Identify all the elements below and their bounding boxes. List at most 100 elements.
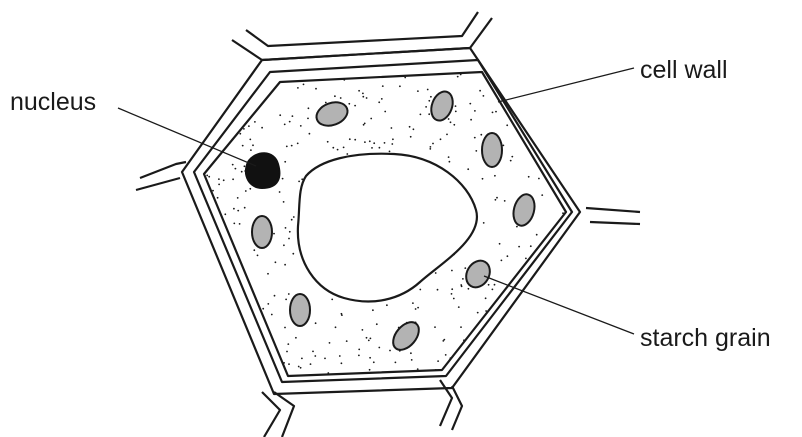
cytoplasm-dot: [206, 334, 208, 336]
cytoplasm-dot: [343, 147, 345, 149]
cytoplasm-dot: [334, 95, 336, 97]
cytoplasm-dot: [434, 326, 436, 328]
nucleus: [246, 153, 279, 188]
cytoplasm-dot: [337, 149, 339, 151]
cytoplasm-dot: [498, 318, 500, 320]
starch-grain: [427, 88, 456, 123]
cytoplasm-dot: [206, 165, 208, 167]
cytoplasm-dot: [506, 124, 508, 126]
cytoplasm-dot: [358, 349, 360, 351]
cytoplasm-dot: [382, 85, 384, 87]
cytoplasm-dot: [327, 141, 329, 143]
cytoplasm-dot: [453, 298, 455, 300]
cytoplasm-dot: [289, 231, 291, 233]
cytoplasm-dot: [328, 75, 330, 77]
cytoplasm-dot: [470, 119, 472, 121]
cytoplasm-dot: [534, 283, 536, 285]
cytoplasm-dot: [232, 376, 234, 378]
cytoplasm-dot: [244, 207, 246, 209]
cytoplasm-dot: [249, 188, 251, 190]
cytoplasm-dot: [237, 355, 239, 357]
cytoplasm-dot: [206, 126, 208, 128]
cytoplasm-dot: [205, 313, 207, 315]
cytoplasm-dot: [566, 105, 568, 107]
cytoplasm-dot: [550, 163, 552, 165]
cytoplasm-dot: [410, 352, 412, 354]
cytoplasm-dot: [284, 327, 286, 329]
cytoplasm-dot: [267, 303, 269, 305]
cytoplasm-dot: [427, 89, 429, 91]
cytoplasm-dot: [295, 337, 297, 339]
cytoplasm-dot: [286, 146, 288, 148]
cytoplasm-dot: [455, 105, 457, 107]
cytoplasm-dot: [511, 156, 513, 158]
cytoplasm-dot: [378, 101, 380, 103]
cytoplasm-dot: [480, 134, 482, 136]
cytoplasm-dot: [442, 340, 444, 342]
cytoplasm-dot: [411, 359, 413, 361]
cytoplasm-dot: [285, 227, 287, 229]
cytoplasm-dot: [505, 90, 507, 92]
cytoplasm-dot: [381, 98, 383, 100]
cytoplasm-dot: [477, 312, 479, 314]
cytoplasm-dot: [508, 301, 510, 303]
cytoplasm-dot: [252, 144, 254, 146]
cytoplasm-dot: [536, 234, 538, 236]
cytoplasm-dot: [231, 113, 233, 115]
cytoplasm-dot: [208, 117, 210, 119]
cytoplasm-dot: [341, 313, 343, 315]
cytoplasm-dot: [242, 145, 244, 147]
cytoplasm-dot: [239, 223, 241, 225]
cytoplasm-dot: [530, 245, 532, 247]
cytoplasm-dot: [525, 258, 527, 260]
cytoplasm-dot: [448, 156, 450, 158]
cytoplasm-dot: [348, 103, 350, 105]
cytoplasm-dot: [283, 244, 285, 246]
cytoplasm-dot: [557, 346, 559, 348]
cytoplasm-dot: [430, 146, 432, 148]
cytoplasm-dot: [217, 197, 219, 199]
cytoplasm-dot: [527, 84, 529, 86]
cytoplasm-dot: [437, 360, 439, 362]
cytoplasm-dot: [409, 126, 411, 128]
cytoplasm-dot: [230, 90, 232, 92]
cytoplasm-dot: [249, 73, 251, 75]
cytoplasm-dot: [527, 363, 529, 365]
cytoplasm-dot: [221, 343, 223, 345]
cytoplasm-dot: [218, 178, 220, 180]
cytoplasm-dot: [464, 267, 466, 269]
cytoplasm-dot: [254, 121, 256, 123]
cytoplasm-dot: [224, 108, 226, 110]
cytoplasm-dot: [201, 248, 203, 250]
cytoplasm-dot: [543, 140, 545, 142]
cytoplasm-dot: [233, 223, 235, 225]
cytoplasm-dot: [209, 258, 211, 260]
cytoplasm-dot: [496, 306, 498, 308]
cytoplasm-dot: [482, 178, 484, 180]
cytoplasm-dot: [559, 158, 561, 160]
cytoplasm-dot: [202, 181, 204, 183]
cytoplasm-dot: [253, 249, 255, 251]
cytoplasm-dot: [243, 128, 245, 130]
cytoplasm-dot: [354, 73, 356, 75]
cytoplasm-dot: [460, 74, 462, 76]
cytoplasm-dot: [474, 137, 476, 139]
cytoplasm-dot: [286, 351, 288, 353]
cytoplasm-dot: [251, 302, 253, 304]
cytoplasm-dot: [283, 362, 285, 364]
cytoplasm-dot: [460, 326, 462, 328]
cytoplasm-dot: [225, 138, 227, 140]
cytoplasm-dot: [364, 141, 366, 143]
cytoplasm-dot: [369, 357, 371, 359]
cytoplasm-dot: [288, 293, 290, 295]
cytoplasm-dot: [557, 261, 559, 263]
cytoplasm-dot: [310, 363, 312, 365]
cytoplasm-dot: [261, 70, 263, 72]
vacuole: [298, 154, 477, 302]
cytoplasm-dot: [315, 322, 317, 324]
cytoplasm-dot: [392, 138, 394, 140]
cytoplasm-dot: [308, 107, 310, 109]
cytoplasm-dot: [488, 284, 490, 286]
cytoplasm-dot: [273, 233, 275, 235]
cytoplasm-dot: [237, 197, 239, 199]
